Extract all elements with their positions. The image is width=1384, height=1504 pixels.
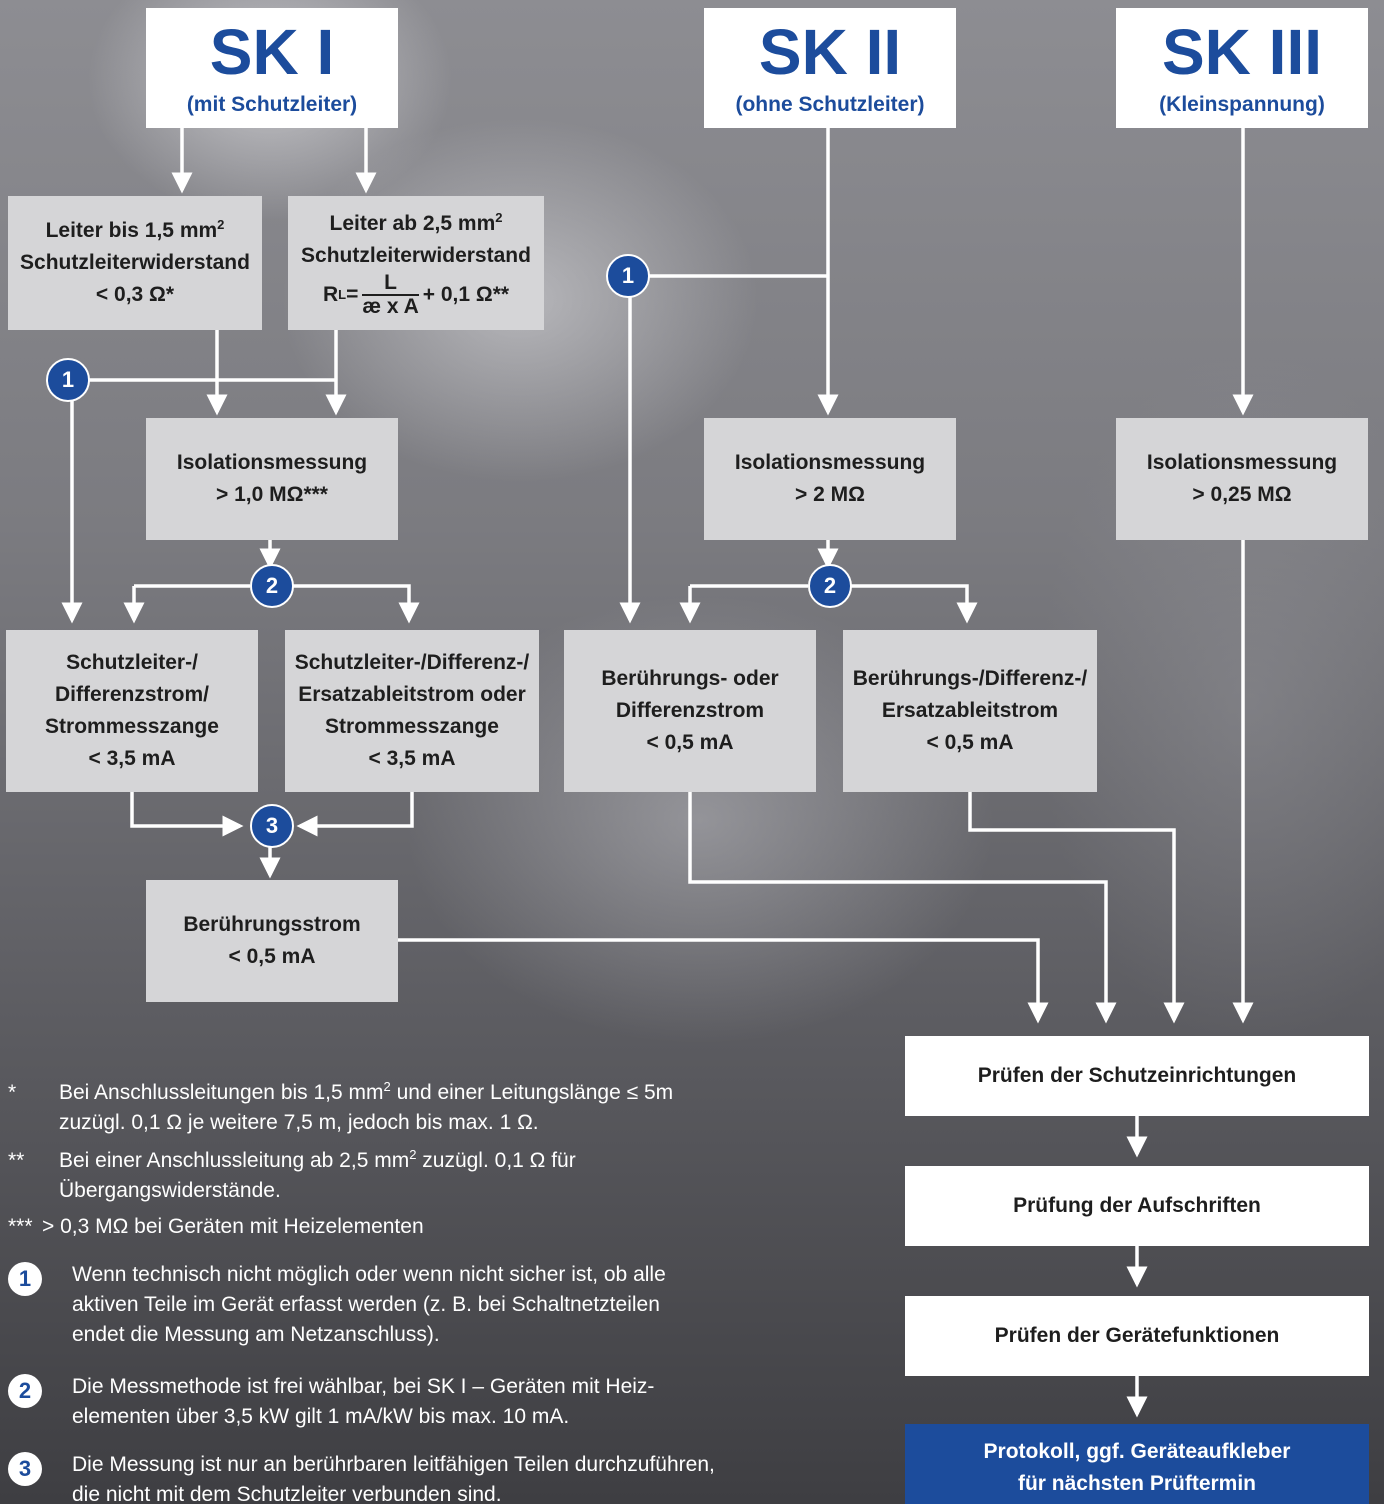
schutzleiter-strom-line2: Differenzstrom/: [54, 683, 210, 706]
badge-2-sk2: 2: [808, 564, 852, 608]
leiter-25-line2: Schutzleiterwiderstand: [301, 244, 531, 267]
note-1-badge: 1: [8, 1262, 42, 1296]
sk2-isolation-line2: > 2 MΩ: [795, 483, 865, 506]
beruehrungsstrom-line2: < 0,5 mA: [228, 945, 316, 968]
leiter-15-box: Leiter bis 1,5 mm2 Schutzleiterwiderstan…: [8, 196, 262, 330]
note-3-text: Die Messung ist nur an berührbaren leitf…: [72, 1453, 715, 1504]
step-protokoll-line2: für nächsten Prüftermin: [1017, 1472, 1257, 1495]
badge-3-sk1: 3: [250, 804, 294, 848]
note-2-badge: 2: [8, 1374, 42, 1408]
note-1-text: Wenn technisch nicht möglich oder wenn n…: [72, 1263, 666, 1346]
schutzleiter-strom-line3: Strommesszange: [45, 715, 219, 738]
sk3-isolation-line2: > 0,25 MΩ: [1192, 483, 1292, 506]
leiter-15-line3: < 0,3 Ω*: [95, 283, 175, 306]
step-schutzeinrichtungen-label: Prüfen der Schutzeinrichtungen: [977, 1064, 1297, 1087]
step-aufschriften: Prüfung der Aufschriften: [905, 1166, 1369, 1246]
badge-1-sk1: 1: [46, 358, 90, 402]
ersatzableit-line4: < 3,5 mA: [368, 747, 456, 770]
leiter-15-line1: Leiter bis 1,5 mm2: [45, 217, 225, 242]
sk2-isolation-box: Isolationsmessung > 2 MΩ: [704, 418, 956, 540]
beruehrungsstrom-box: Berührungsstrom < 0,5 mA: [146, 880, 398, 1002]
ersatzableit-line2: Ersatzableitstrom oder: [298, 683, 526, 706]
step-geraetefunktionen-label: Prüfen der Gerätefunktionen: [994, 1324, 1280, 1347]
note-2-text: Die Messmethode ist frei wählbar, bei SK…: [72, 1375, 655, 1428]
beruehrung-ersatz-box: Berührungs-/Differenz-/ Ersatzableitstro…: [843, 630, 1097, 792]
ersatzableit-line1: Schutzleiter-/Differenz-/: [294, 651, 530, 674]
note-3-badge: 3: [8, 1452, 42, 1486]
step-geraetefunktionen: Prüfen der Gerätefunktionen: [905, 1296, 1369, 1376]
step-protokoll-line1: Protokoll, ggf. Geräteaufkleber: [983, 1440, 1291, 1463]
footnote-star3-text: > 0,3 MΩ bei Geräten mit Heizelementen: [42, 1215, 424, 1238]
ersatzableit-line3: Strommesszange: [325, 715, 499, 738]
sk1-subtitle: (mit Schutzleiter): [186, 93, 358, 116]
beruehrung-diff-line1: Berührungs- oder: [601, 667, 779, 690]
schutzleiter-strom-line4: < 3,5 mA: [88, 747, 176, 770]
sk3-title: SK III: [1161, 16, 1323, 88]
sk1-title: SK I: [209, 16, 335, 88]
badge-1-sk2: 1: [606, 254, 650, 298]
beruehrungsstrom-line1: Berührungsstrom: [183, 913, 361, 936]
ersatzableit-box: Schutzleiter-/Differenz-/ Ersatzableitst…: [285, 630, 539, 792]
sk1-header: SK I (mit Schutzleiter): [146, 8, 398, 128]
leiter-15-line2: Schutzleiterwiderstand: [20, 251, 250, 274]
leiter-25-line1: Leiter ab 2,5 mm2: [329, 210, 503, 235]
badge-2-sk1: 2: [250, 564, 294, 608]
footnote-star1-mark: *: [8, 1081, 17, 1104]
beruehrung-ersatz-line1: Berührungs-/Differenz-/: [852, 667, 1088, 690]
sk1-isolation-line2: > 1,0 MΩ***: [216, 483, 328, 506]
step-aufschriften-label: Prüfung der Aufschriften: [1013, 1194, 1261, 1217]
beruehrung-ersatz-line3: < 0,5 mA: [926, 731, 1014, 754]
schutzleiter-strom-line1: Schutzleiter-/: [66, 651, 198, 674]
sk3-header: SK III (Kleinspannung): [1116, 8, 1368, 128]
step-protokoll: Protokoll, ggf. Geräteaufkleber für näch…: [905, 1424, 1369, 1504]
schutzleiter-strom-box: Schutzleiter-/ Differenzstrom/ Strommess…: [6, 630, 258, 792]
step-schutzeinrichtungen: Prüfen der Schutzeinrichtungen: [905, 1036, 1369, 1116]
footnote-star1-text: Bei Anschlussleitungen bis 1,5 mm2 und e…: [59, 1079, 674, 1134]
sk1-isolation-box: Isolationsmessung > 1,0 MΩ***: [146, 418, 398, 540]
sk2-isolation-line1: Isolationsmessung: [734, 451, 926, 474]
sk3-subtitle: (Kleinspannung): [1159, 93, 1325, 116]
sk2-subtitle: (ohne Schutzleiter): [735, 93, 925, 116]
sk2-header: SK II (ohne Schutzleiter): [704, 8, 956, 128]
beruehrung-diff-box: Berührungs- oder Differenzstrom < 0,5 mA: [564, 630, 816, 792]
leiter-25-box: Leiter ab 2,5 mm2 Schutzleiterwiderstand…: [288, 196, 544, 330]
beruehrung-diff-line2: Differenzstrom: [615, 699, 765, 722]
beruehrung-ersatz-line2: Ersatzableitstrom: [881, 699, 1059, 722]
footnote-star2-text: Bei einer Anschlussleitung ab 2,5 mm2 zu…: [59, 1147, 576, 1202]
sk2-title: SK II: [758, 16, 902, 88]
footnote-star3-mark: ***: [8, 1215, 33, 1238]
sk1-isolation-line1: Isolationsmessung: [176, 451, 368, 474]
beruehrung-diff-line3: < 0,5 mA: [646, 731, 734, 754]
sk3-isolation-line1: Isolationsmessung: [1146, 451, 1338, 474]
sk3-isolation-box: Isolationsmessung > 0,25 MΩ: [1116, 418, 1368, 540]
footnote-star2-mark: **: [8, 1149, 25, 1172]
